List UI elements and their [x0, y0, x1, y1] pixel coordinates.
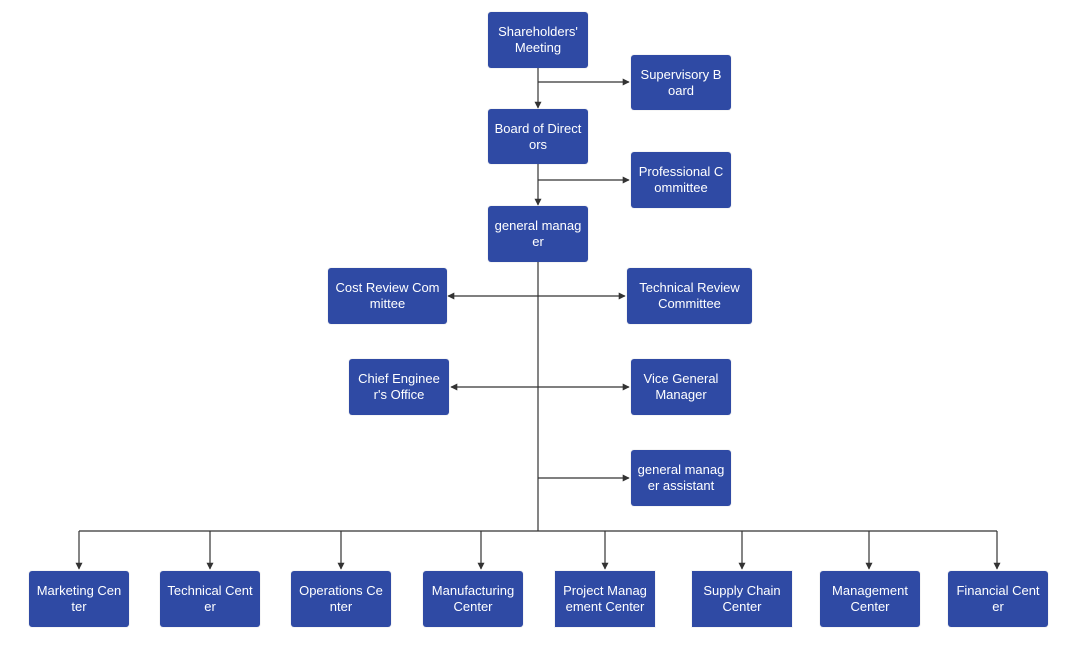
node-label: Shareholders' Meeting: [498, 24, 578, 55]
node-professional-committee[interactable]: Professional Committee: [631, 152, 731, 208]
node-supervisory-board[interactable]: Supervisory Board: [631, 55, 731, 110]
node-label: Marketing Center: [36, 583, 122, 614]
connector-lines: [75, 68, 1001, 570]
node-project-management-center[interactable]: Project Management Center: [555, 571, 655, 627]
node-label: Vice General Manager: [643, 371, 719, 402]
node-label: Cost Review Committee: [335, 280, 440, 311]
node-label: Board of Directors: [494, 120, 582, 152]
node-label: Technical Review Committee: [639, 280, 740, 311]
node-supply-chain-center[interactable]: Supply Chain Center: [692, 571, 792, 627]
node-financial-center[interactable]: Financial Center: [948, 571, 1048, 627]
node-label: Manufacturing Center: [431, 583, 515, 614]
node-label: Operations Center: [299, 583, 383, 614]
node-label: Professional Committee: [638, 164, 724, 195]
node-label: Project Management Center: [563, 583, 647, 614]
node-label: Management Center: [832, 583, 908, 614]
node-general-manager[interactable]: general manager: [488, 206, 588, 262]
node-label: Supervisory Board: [640, 66, 722, 98]
node-manufacturing-center[interactable]: Manufacturing Center: [423, 571, 523, 627]
node-operations-center[interactable]: Operations Center: [291, 571, 391, 627]
node-general-manager-assistant[interactable]: general manager assistant: [631, 450, 731, 506]
node-label: Supply Chain Center: [703, 583, 781, 614]
node-management-center[interactable]: Management Center: [820, 571, 920, 627]
node-vice-general-manager[interactable]: Vice General Manager: [631, 359, 731, 415]
node-marketing-center[interactable]: Marketing Center: [29, 571, 129, 627]
node-technical-center[interactable]: Technical Center: [160, 571, 260, 627]
node-shareholders-meeting[interactable]: Shareholders' Meeting: [488, 12, 588, 68]
node-chief-engineers-office[interactable]: Chief Engineer's Office: [349, 359, 449, 415]
node-label: general manager: [494, 218, 582, 249]
node-label: Chief Engineer's Office: [358, 371, 440, 402]
node-cost-review-committee[interactable]: Cost Review Committee: [328, 268, 447, 324]
node-label: Technical Center: [167, 583, 253, 614]
node-board-of-directors[interactable]: Board of Directors: [488, 109, 588, 164]
node-label: Financial Center: [956, 583, 1040, 614]
node-label: general manager assistant: [637, 462, 725, 493]
node-technical-review-committee[interactable]: Technical Review Committee: [627, 268, 752, 324]
